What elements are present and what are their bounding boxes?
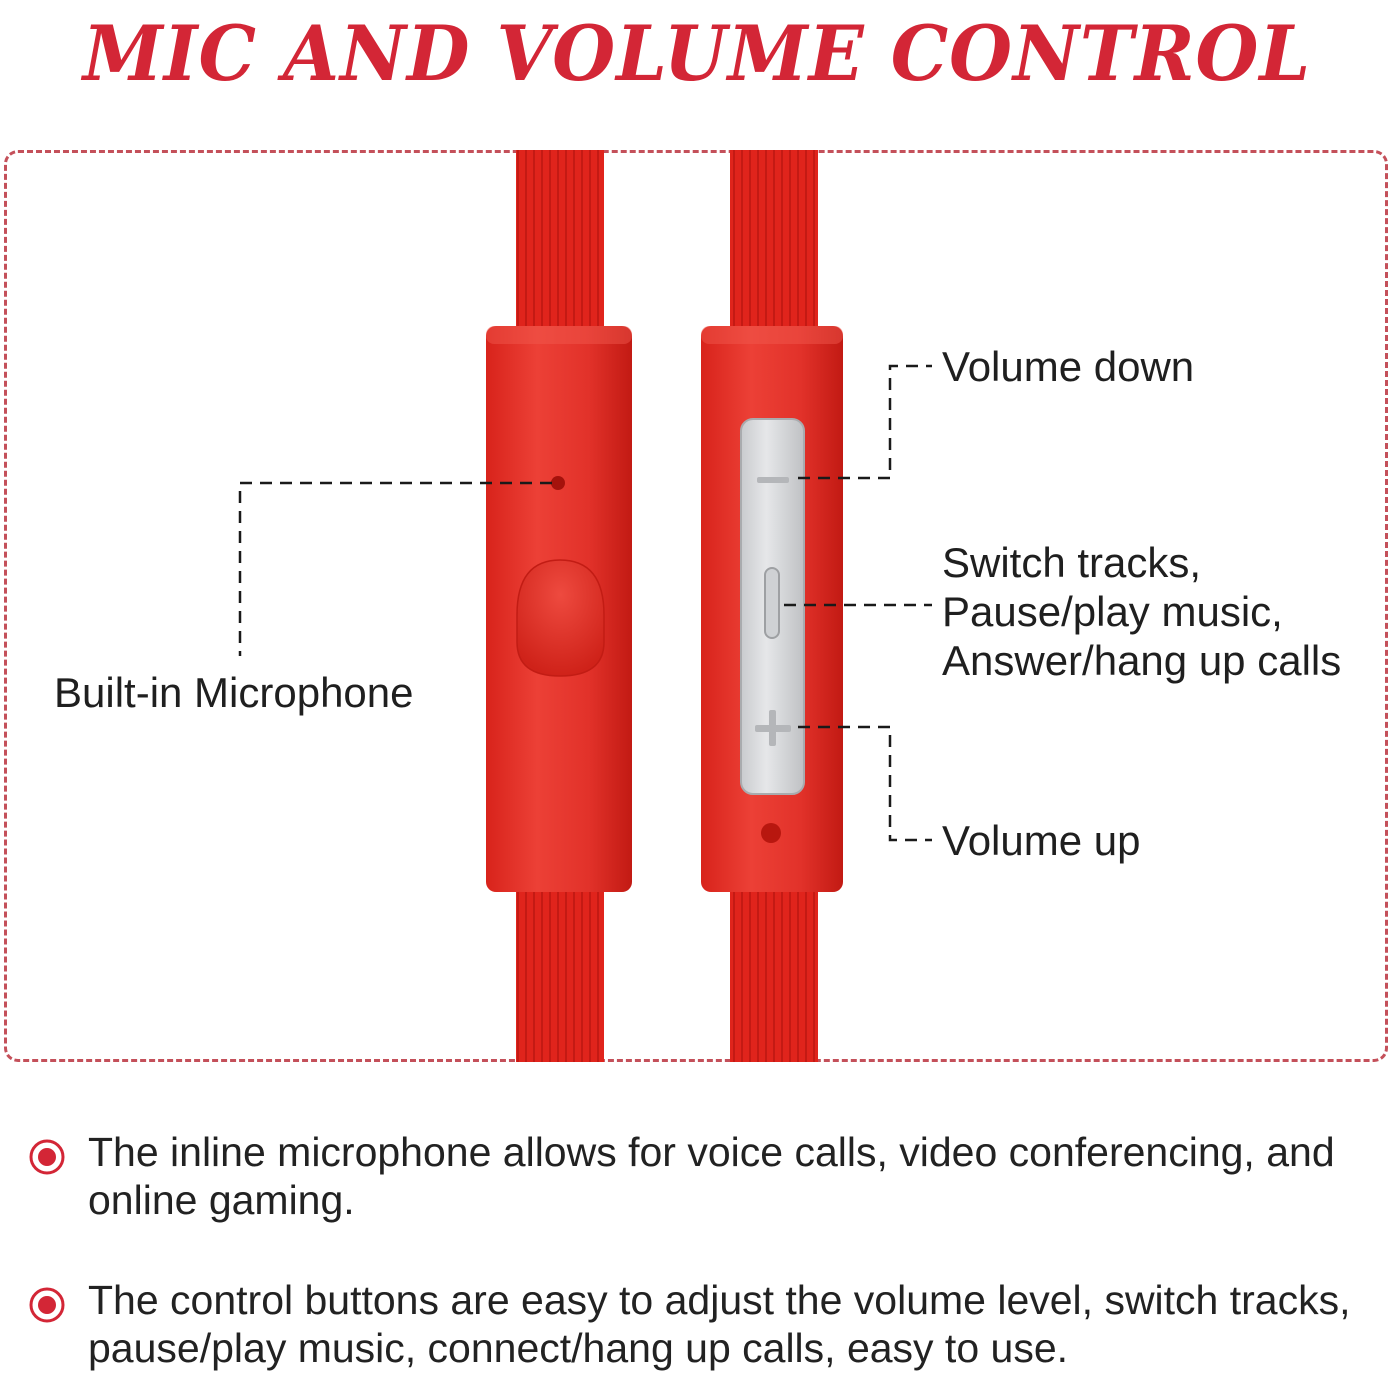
volume-down-label: Volume down — [942, 343, 1195, 390]
minus-icon — [757, 477, 789, 483]
feature-bullet: The inline microphone allows for voice c… — [26, 1128, 1376, 1224]
indicator-hole — [761, 823, 781, 843]
microphone-label: Built-in Microphone — [54, 669, 414, 716]
housing-notch — [516, 559, 605, 677]
target-bullet-icon — [29, 1287, 65, 1323]
diagram-frame — [4, 150, 1388, 1062]
middle-button-label-line3: Answer/hang up calls — [942, 637, 1342, 684]
center-button-icon — [764, 567, 780, 639]
microphone-hole — [551, 476, 565, 490]
target-bullet-icon — [29, 1139, 65, 1175]
callout-lines — [238, 364, 932, 842]
feature-text: The control buttons are easy to adjust t… — [88, 1277, 1351, 1371]
feature-bullet: The control buttons are easy to adjust t… — [26, 1276, 1376, 1372]
middle-button-label-line2: Pause/play music, — [942, 588, 1283, 635]
middle-button-label-line1: Switch tracks, — [942, 539, 1202, 586]
volume-up-label: Volume up — [942, 817, 1141, 864]
page-title: MIC AND VOLUME CONTROL — [82, 9, 1312, 98]
feature-text: The inline microphone allows for voice c… — [88, 1129, 1335, 1223]
